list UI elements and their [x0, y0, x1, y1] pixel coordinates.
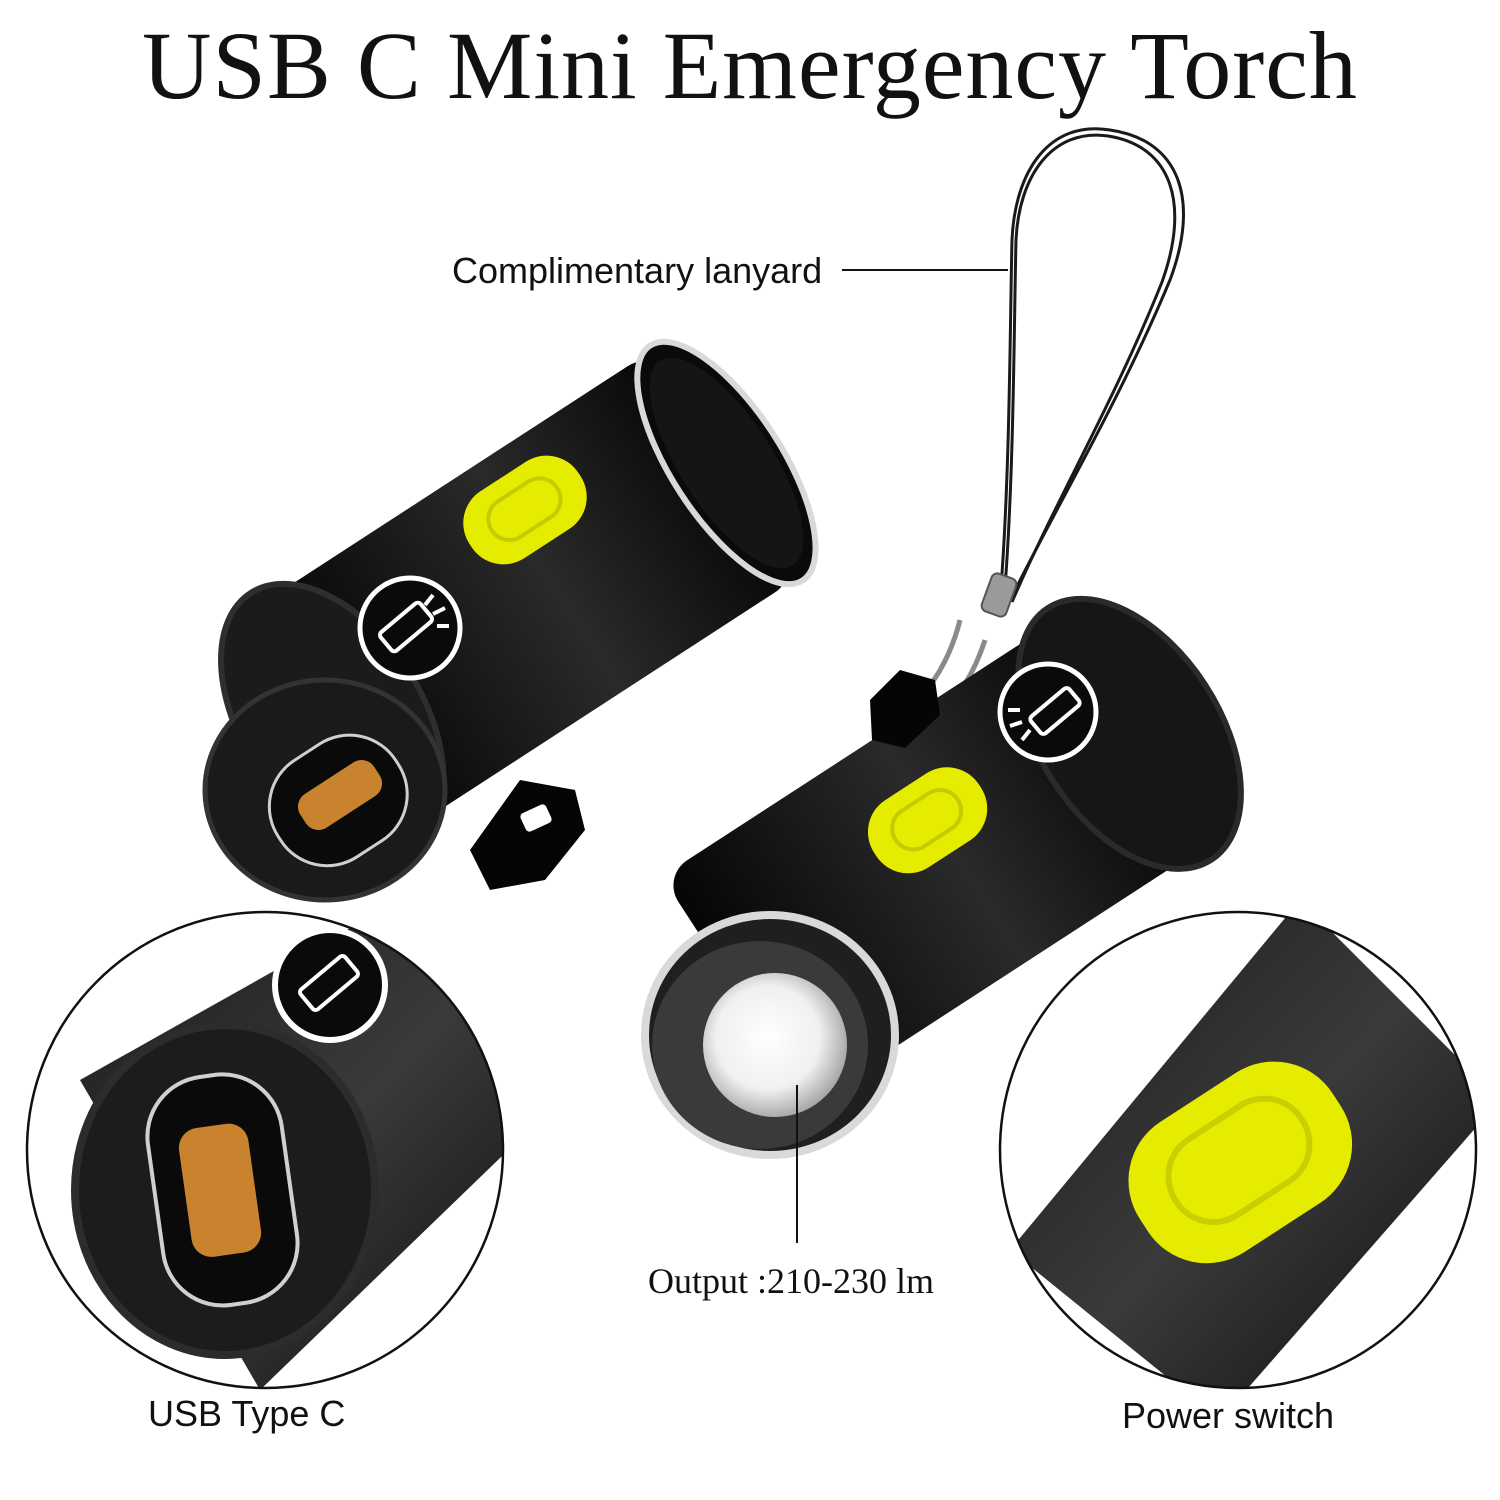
lanyard-callout: Complimentary lanyard [452, 250, 823, 291]
torch-left-endcap [202, 677, 448, 903]
output-callout: Output :210-230 lm [648, 1261, 934, 1301]
usb-callout: USB Type C [148, 1393, 346, 1434]
power-switch-right [867, 767, 988, 874]
zoom-usb-port [25, 910, 505, 1390]
power-switch-left [463, 455, 587, 565]
flashlight-icon-right [997, 661, 1099, 763]
flashlight-icon [357, 575, 463, 681]
keyring-hole [520, 804, 552, 832]
zoom-power-switch [998, 910, 1478, 1390]
torch-right-head [641, 911, 899, 1159]
keyring-tab [470, 780, 585, 890]
page-title: USB C Mini Emergency Torch [142, 12, 1358, 119]
power-switch-callout: Power switch [1122, 1395, 1335, 1436]
keyring-tab-right [870, 670, 940, 748]
